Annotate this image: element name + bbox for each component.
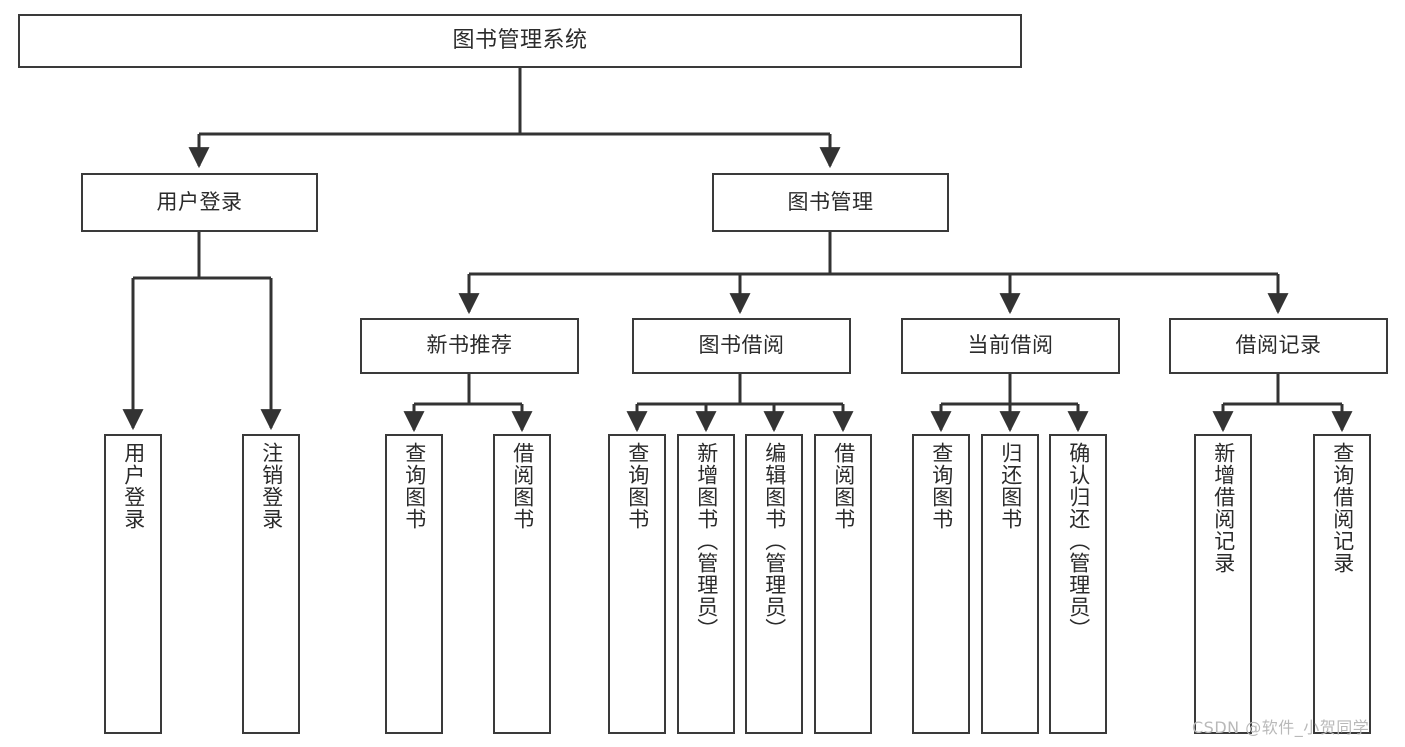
leaf-borrow-book-1[interactable]: 借阅图书 <box>493 434 551 734</box>
leaf-edit-book[interactable]: 编辑图书（管理员） <box>745 434 803 734</box>
leaf-confirm-return[interactable]: 确认归还（管理员） <box>1049 434 1107 734</box>
leaf-query-book-3-label: 查询图书 <box>929 442 954 530</box>
node-user-login[interactable]: 用户登录 <box>81 173 318 232</box>
leaf-add-book-label: 新增图书（管理员） <box>694 442 719 640</box>
leaf-query-record[interactable]: 查询借阅记录 <box>1313 434 1371 734</box>
watermark: CSDN @软件_小贺同学 <box>1192 718 1370 737</box>
leaf-add-record[interactable]: 新增借阅记录 <box>1194 434 1252 734</box>
leaf-query-record-label: 查询借阅记录 <box>1330 442 1355 574</box>
node-borrow-record-label: 借阅记录 <box>1235 333 1322 358</box>
leaf-return-book-label: 归还图书 <box>998 442 1023 530</box>
leaf-user-login[interactable]: 用户登录 <box>104 434 162 734</box>
node-user-login-label: 用户登录 <box>156 189 243 214</box>
leaf-borrow-book-2[interactable]: 借阅图书 <box>814 434 872 734</box>
leaf-user-logout-label: 注销登录 <box>259 442 284 530</box>
leaf-borrow-book-1-label: 借阅图书 <box>510 442 535 530</box>
node-book-manage-label: 图书管理 <box>787 189 874 214</box>
leaf-query-book-1-label: 查询图书 <box>402 442 427 530</box>
node-root-label: 图书管理系统 <box>452 27 588 53</box>
leaf-borrow-book-2-label: 借阅图书 <box>831 442 856 530</box>
leaf-query-book-3[interactable]: 查询图书 <box>912 434 970 734</box>
leaf-confirm-return-label: 确认归还（管理员） <box>1066 442 1091 640</box>
node-new-book-recommend-label: 新书推荐 <box>426 333 513 358</box>
node-root[interactable]: 图书管理系统 <box>18 14 1022 68</box>
node-book-borrow-label: 图书借阅 <box>698 333 785 358</box>
node-current-borrow-label: 当前借阅 <box>967 333 1054 358</box>
node-book-manage[interactable]: 图书管理 <box>712 173 949 232</box>
leaf-query-book-1[interactable]: 查询图书 <box>385 434 443 734</box>
leaf-edit-book-label: 编辑图书（管理员） <box>762 442 787 640</box>
leaf-add-book[interactable]: 新增图书（管理员） <box>677 434 735 734</box>
leaf-query-book-2-label: 查询图书 <box>625 442 650 530</box>
leaf-add-record-label: 新增借阅记录 <box>1211 442 1236 574</box>
leaf-user-login-label: 用户登录 <box>121 442 146 530</box>
leaf-query-book-2[interactable]: 查询图书 <box>608 434 666 734</box>
leaf-return-book[interactable]: 归还图书 <box>981 434 1039 734</box>
leaf-user-logout[interactable]: 注销登录 <box>242 434 300 734</box>
node-borrow-record[interactable]: 借阅记录 <box>1169 318 1388 374</box>
node-new-book-recommend[interactable]: 新书推荐 <box>360 318 579 374</box>
node-current-borrow[interactable]: 当前借阅 <box>901 318 1120 374</box>
node-book-borrow[interactable]: 图书借阅 <box>632 318 851 374</box>
